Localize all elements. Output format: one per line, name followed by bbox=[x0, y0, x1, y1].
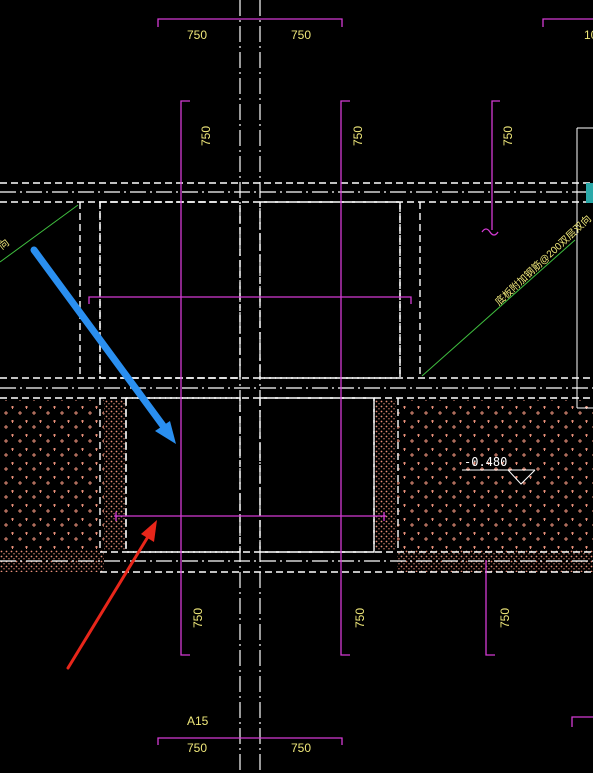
axis-label: A15 bbox=[187, 714, 209, 728]
dim-vertical-upper-a: 750 bbox=[199, 126, 213, 146]
hatched-fill-left bbox=[0, 400, 126, 572]
dim-vertical-lower-c: 750 bbox=[498, 608, 512, 628]
dim-vertical-upper-c: 750 bbox=[501, 126, 515, 146]
blue-arrow bbox=[30, 246, 176, 444]
elevation-marker: -0.480 bbox=[462, 455, 536, 485]
dim-bottom-right: 750 bbox=[291, 741, 311, 755]
dim-top-corner: 10 bbox=[584, 28, 593, 42]
red-arrow bbox=[66, 520, 157, 670]
dim-top-left: 750 bbox=[187, 28, 207, 42]
wall-outlines bbox=[0, 127, 593, 573]
elevation-label: -0.480 bbox=[464, 455, 507, 469]
dim-vertical-upper-b: 750 bbox=[351, 126, 365, 146]
dim-vertical-lower-a: 750 bbox=[191, 608, 205, 628]
left-note-partial: 向 bbox=[0, 236, 12, 252]
dimension-lines bbox=[157, 18, 593, 745]
dim-top-right: 750 bbox=[291, 28, 311, 42]
rebar-lines bbox=[88, 100, 500, 656]
dim-bottom-left: 750 bbox=[187, 741, 207, 755]
dim-vertical-lower-b: 750 bbox=[353, 608, 367, 628]
diagonal-lines bbox=[0, 204, 576, 377]
rebar-note: 底板附加钢筋@200双层双向 bbox=[492, 212, 593, 308]
hatched-fill-right bbox=[374, 400, 593, 572]
